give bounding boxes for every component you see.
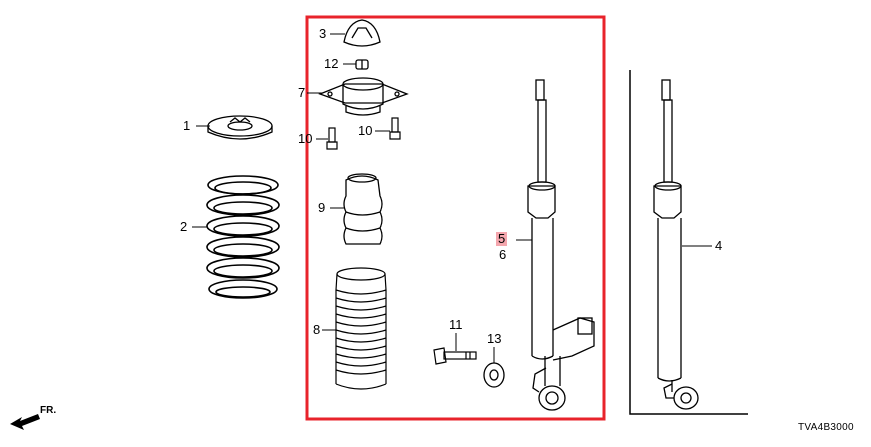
spring-seat: [207, 115, 273, 140]
callout-13: 13: [487, 331, 502, 346]
callout-10b: 10: [358, 123, 373, 138]
callout-10a: 10: [298, 131, 313, 146]
front-direction-label: FR.: [40, 405, 57, 416]
diagram-code: TVA4B3000: [798, 422, 854, 433]
shock-absorber-alt: [653, 79, 699, 410]
callout-1: 1: [183, 118, 191, 133]
callout-2: 2: [180, 219, 188, 234]
callout-4: 4: [715, 238, 723, 253]
shock-absorber-main: [527, 79, 595, 411]
callout-8: 8: [313, 322, 321, 337]
callout-7: 7: [298, 85, 306, 100]
upper-mount: [318, 77, 409, 116]
dust-cap: [343, 19, 381, 47]
callout-6: 6: [499, 247, 507, 262]
mount-bolt-left: [326, 127, 338, 150]
front-direction-arrow-icon: [10, 414, 40, 430]
washer: [483, 362, 505, 388]
highlight-frame: [305, 15, 606, 421]
callout-12: 12: [324, 56, 339, 71]
mount-bolt-right: [389, 117, 401, 140]
callout-3: 3: [319, 26, 327, 41]
coil-spring: [206, 175, 280, 299]
bump-stop: [343, 173, 383, 245]
nut: [355, 59, 369, 70]
callout-9: 9: [318, 200, 326, 215]
dust-boot: [335, 267, 387, 390]
callout-5: 5: [496, 231, 508, 246]
group-frame: [629, 70, 748, 415]
callout-11: 11: [449, 317, 463, 332]
lower-bolt: [433, 347, 477, 365]
